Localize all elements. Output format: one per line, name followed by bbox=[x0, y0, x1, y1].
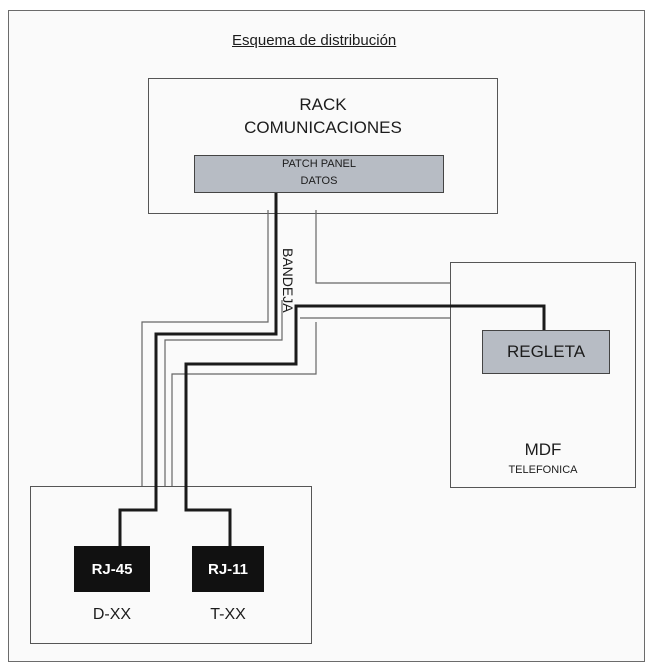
data-cable bbox=[118, 193, 278, 546]
patch-panel-sublabel: DATOS bbox=[300, 175, 338, 187]
rj11-code: T-XX bbox=[210, 606, 246, 623]
rack-subtitle: COMUNICACIONES bbox=[244, 118, 402, 137]
outlet-box bbox=[30, 486, 312, 644]
bandeja-label: BANDEJA bbox=[280, 248, 296, 313]
tray-outer-outline bbox=[141, 210, 269, 486]
tray-inner-outline bbox=[315, 210, 450, 284]
rack-box bbox=[148, 78, 498, 214]
mdf-label: MDF bbox=[524, 440, 562, 459]
regleta-label: REGLETA bbox=[506, 342, 586, 361]
patch-panel bbox=[194, 155, 444, 193]
diagram-title: Esquema de distribución bbox=[232, 32, 397, 49]
rack-title: RACK bbox=[299, 95, 347, 114]
rj45-code: D-XX bbox=[92, 606, 132, 623]
mdf-sublabel: TELEFONICA bbox=[508, 464, 578, 476]
regleta-block bbox=[482, 330, 610, 374]
phone-cable bbox=[184, 304, 546, 546]
patch-panel-label: PATCH PANEL bbox=[282, 158, 356, 170]
tray-lower-outline bbox=[171, 322, 317, 486]
tray-side-outline bbox=[164, 300, 283, 486]
rj11-jack: RJ-11 bbox=[192, 546, 264, 592]
mdf-box bbox=[450, 262, 636, 488]
rj45-jack: RJ-45 bbox=[74, 546, 150, 592]
